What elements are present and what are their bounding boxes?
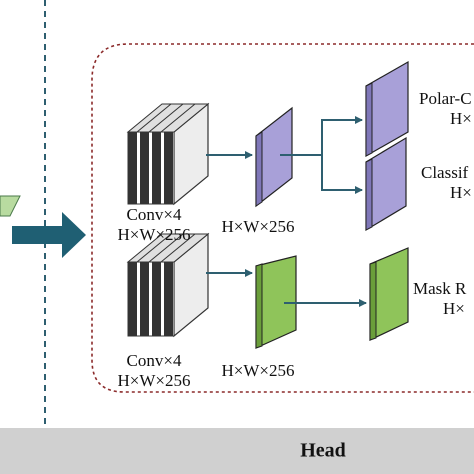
footer-bar — [0, 428, 474, 474]
conv-stack-top — [126, 102, 210, 206]
conv-stack-bottom — [126, 232, 210, 338]
arrow-feature-to-classif — [321, 155, 363, 194]
output-classif-label: Classif — [421, 163, 469, 182]
feature-map-top — [255, 106, 293, 208]
output-map-classif — [365, 136, 407, 232]
footer-title: Head — [300, 439, 346, 462]
conv-bottom-size: H×W×256 — [117, 371, 191, 390]
output-polar-size: H× — [450, 109, 472, 128]
arrow-feature-to-polar — [280, 116, 363, 156]
output-polar-label: Polar-C — [419, 89, 472, 108]
conv-top-label: Conv×4 — [126, 205, 182, 224]
output-map-polar — [365, 60, 409, 158]
conv-top-size: H×W×256 — [117, 225, 191, 244]
conv-bottom-label: Conv×4 — [126, 351, 182, 370]
head-dashed-region — [91, 43, 474, 393]
output-mask-size: H× — [443, 299, 465, 318]
feature-bottom-size: H×W×256 — [221, 361, 295, 380]
output-map-mask — [369, 247, 409, 341]
feature-top-size: H×W×256 — [221, 217, 295, 236]
output-mask-label: Mask R — [413, 279, 467, 298]
input-arrow — [12, 212, 86, 258]
input-feature-partial — [0, 195, 21, 217]
feature-map-bottom — [255, 255, 297, 349]
output-classif-size: H× — [450, 183, 472, 202]
